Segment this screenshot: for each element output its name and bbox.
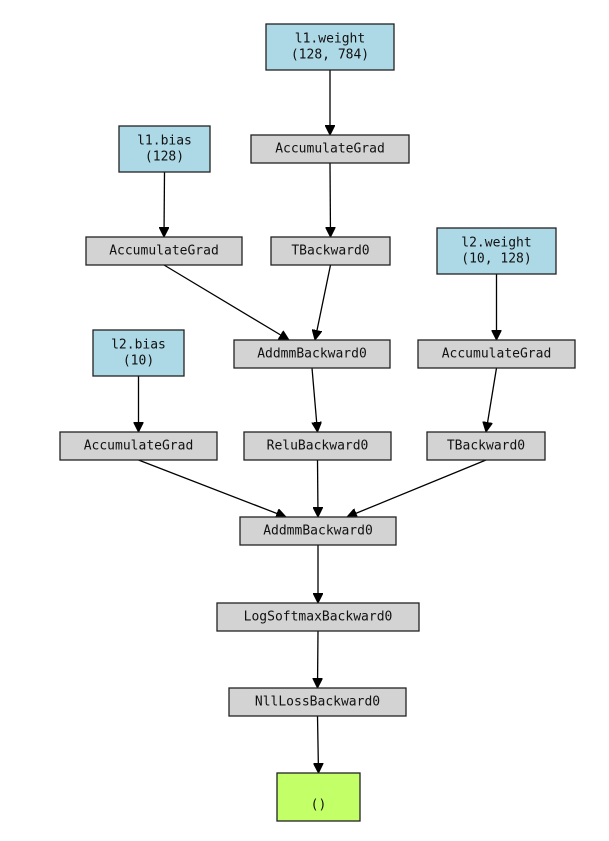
node-box-addmm-1	[233, 339, 391, 369]
node-l2-bias: l2.bias(10)	[92, 329, 185, 377]
edges-layer	[139, 70, 497, 773]
edge-relu-to-addmm-2	[318, 459, 319, 517]
node-box-output	[276, 772, 361, 822]
node-box-l2-bias	[92, 329, 185, 377]
node-addmm-1: AddmmBackward0	[233, 339, 391, 369]
edge-acc-l1w-to-t-l1	[330, 162, 331, 237]
node-box-acc-l2w	[417, 339, 576, 369]
nodes-layer: l1.weight(128, 784) l1.bias(128) l2.weight…	[59, 23, 576, 822]
node-logsoftmax: LogSoftmaxBackward0	[216, 602, 420, 632]
node-addmm-2: AddmmBackward0	[239, 516, 397, 546]
edge-acc-l2w-to-t-l2	[486, 367, 498, 432]
node-box-acc-l1w	[250, 134, 410, 164]
node-l1-bias: l1.bias(128)	[118, 125, 211, 173]
node-box-t-l2	[426, 431, 546, 461]
edge-acc-l1b-to-addmm-1	[163, 264, 289, 340]
node-label-acc-l1b: AccumulateGrad	[109, 244, 219, 259]
node-label-acc-l1w: AccumulateGrad	[275, 142, 385, 157]
node-box-relu	[243, 431, 392, 461]
node-relu: ReluBackward0	[243, 431, 392, 461]
node-label-nllloss: NllLossBackward0	[255, 695, 380, 710]
node-label-t-l1: TBackward0	[291, 244, 369, 259]
node-acc-l1w: AccumulateGrad	[250, 134, 410, 164]
node-label-addmm-1: AddmmBackward0	[257, 347, 367, 362]
node-box-l2-weight	[436, 227, 557, 275]
node-label-relu: ReluBackward0	[267, 439, 369, 454]
node-acc-l1b: AccumulateGrad	[85, 236, 243, 266]
node-label-l1-bias-line1: l1.bias	[137, 134, 192, 149]
edge-t-l2-to-addmm-2	[347, 459, 487, 517]
node-box-acc-l2b	[59, 431, 218, 461]
node-label-output: ()	[311, 798, 327, 813]
edge-l1-bias-to-acc-l1b	[164, 171, 165, 237]
edge-acc-l2b-to-addmm-2	[138, 459, 287, 517]
node-box-addmm-2	[239, 516, 397, 546]
node-label-l1-bias-line2: (128)	[145, 150, 184, 165]
node-t-l2: TBackward0	[426, 431, 546, 461]
node-label-l2-bias-line2: (10)	[123, 354, 154, 369]
node-acc-l2b: AccumulateGrad	[59, 431, 218, 461]
node-l1-weight: l1.weight(128, 784)	[265, 23, 395, 71]
node-label-logsoftmax: LogSoftmaxBackward0	[244, 610, 393, 625]
node-t-l1: TBackward0	[270, 236, 391, 266]
node-l2-weight: l2.weight(10, 128)	[436, 227, 557, 275]
node-box-nllloss	[228, 687, 407, 717]
node-box-t-l1	[270, 236, 391, 266]
node-label-l1-weight-line1: l1.weight	[295, 32, 365, 47]
edge-nllloss-to-output	[318, 715, 319, 773]
node-box-logsoftmax	[216, 602, 420, 632]
node-box-l1-weight	[265, 23, 395, 71]
node-label-acc-l2b: AccumulateGrad	[84, 439, 194, 454]
edge-addmm-1-to-relu	[311, 367, 318, 432]
node-output: ()	[276, 772, 361, 822]
node-nllloss: NllLossBackward0	[228, 687, 407, 717]
node-label-t-l2: TBackward0	[447, 439, 525, 454]
node-box-l1-bias	[118, 125, 211, 173]
node-label-addmm-2: AddmmBackward0	[263, 524, 373, 539]
node-label-acc-l2w: AccumulateGrad	[442, 347, 552, 362]
edge-t-l1-to-addmm-1	[315, 264, 332, 340]
node-box-acc-l1b	[85, 236, 243, 266]
edge-logsoftmax-to-nllloss	[318, 630, 319, 688]
node-label-l2-bias-line1: l2.bias	[111, 338, 166, 353]
node-label-l1-weight-line2: (128, 784)	[291, 48, 369, 63]
node-acc-l2w: AccumulateGrad	[417, 339, 576, 369]
node-label-l2-weight-line2: (10, 128)	[461, 252, 531, 267]
node-label-l2-weight-line1: l2.weight	[461, 236, 531, 251]
